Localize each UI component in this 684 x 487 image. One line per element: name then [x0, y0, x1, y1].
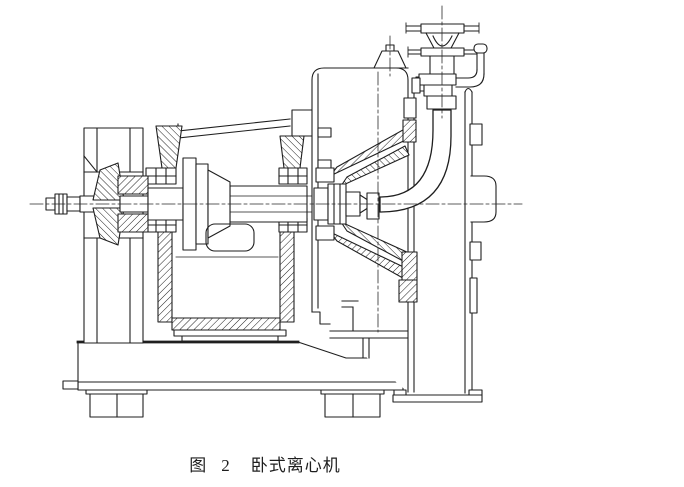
right-support-foot — [393, 395, 482, 402]
hub-lower-wing — [93, 208, 124, 245]
machine-base — [63, 342, 403, 417]
inlet-funnel — [426, 33, 459, 50]
base-left-lip — [63, 381, 78, 389]
figure-title: 卧式离心机 — [250, 456, 341, 475]
left-bearing-upper — [118, 176, 148, 194]
gearbox-floor — [172, 318, 280, 330]
bowl-hub — [314, 168, 374, 240]
gearbox-right-wall — [280, 232, 294, 322]
gearbox-left-wall — [158, 232, 172, 322]
clamp-bracket — [471, 176, 496, 222]
left-support-column — [84, 128, 143, 343]
bowl-rim-lower — [402, 252, 417, 280]
gearbox-top-cover — [178, 119, 290, 140]
casing-base-rib — [363, 338, 369, 358]
left-bearing-lower — [118, 214, 148, 232]
inlet-top-flange — [421, 24, 464, 33]
oil-scoop — [206, 224, 254, 251]
gland-collar — [419, 74, 456, 85]
inlet-lower-flange — [421, 48, 464, 56]
rotor-bowl — [314, 120, 417, 302]
valve-handle — [456, 44, 487, 87]
figure-caption: 图 2 卧式离心机 — [150, 451, 380, 476]
hub-upper-wing — [93, 163, 124, 200]
pipe-nozzle — [367, 193, 379, 219]
centerlines — [30, 6, 522, 332]
figure-label: 图 — [189, 456, 208, 475]
disc-stack-upper — [341, 146, 409, 186]
centrifuge-cross-section-drawing — [0, 0, 684, 444]
feed-pipe — [367, 110, 451, 219]
figure-number: 2 — [221, 456, 231, 475]
left-bearing-pedestal — [156, 126, 182, 168]
inlet-assembly — [406, 23, 479, 109]
bowl-rim-upper — [403, 120, 416, 142]
right-support — [393, 89, 496, 403]
right-bearing-pedestal — [280, 136, 304, 168]
gearbox-housing — [146, 110, 316, 341]
